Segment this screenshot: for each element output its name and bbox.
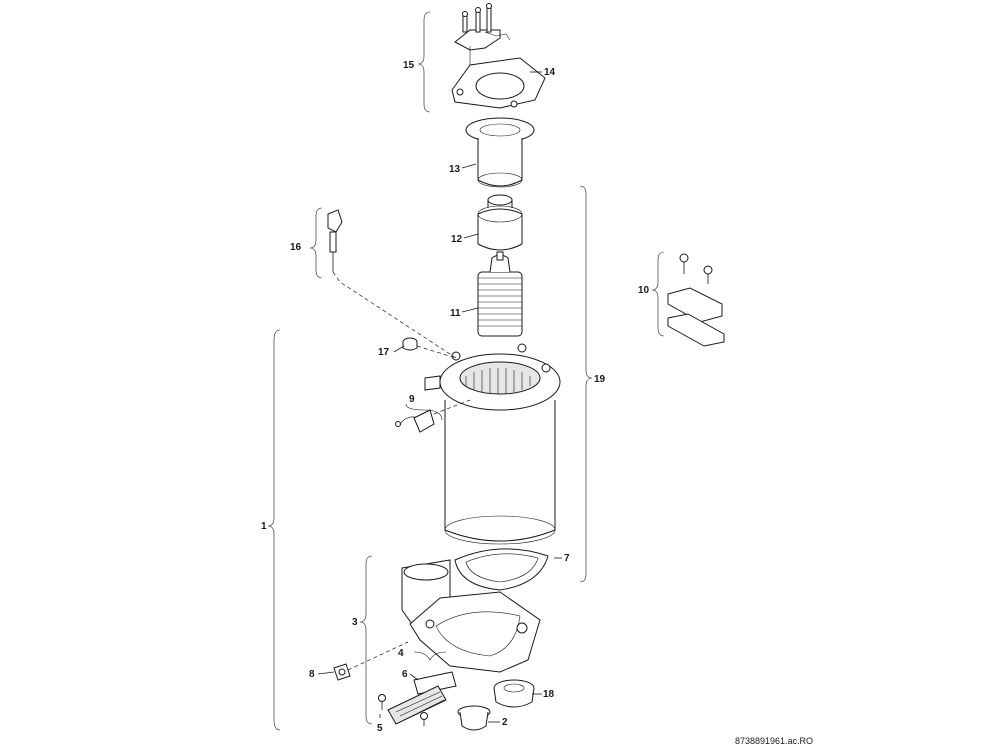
- callout-1: 1: [261, 521, 267, 532]
- callout-4: 4: [398, 648, 404, 659]
- cap-part: [457, 705, 491, 731]
- filter-part: [387, 671, 457, 725]
- drawing-reference: 8738891961.ac.RO: [735, 736, 813, 746]
- bracket-kit-part: [667, 253, 725, 347]
- callout-5: 5: [377, 723, 383, 734]
- burner-ring-part: [465, 117, 535, 188]
- callout-3: 3: [352, 617, 358, 628]
- callout-19: 19: [594, 374, 606, 385]
- screw-part: [378, 694, 428, 726]
- flange-gasket-part: [451, 57, 546, 109]
- braces: [267, 11, 665, 731]
- tank-vessel-part: [424, 343, 561, 545]
- nut-part: [402, 337, 457, 359]
- callout-11: 11: [450, 308, 461, 319]
- callout-18: 18: [543, 689, 555, 700]
- drain-clip-part: [333, 663, 351, 681]
- callout-6: 6: [402, 669, 408, 680]
- callout-15: 15: [403, 60, 415, 71]
- flame-tube-part: [477, 251, 523, 337]
- callout-10: 10: [638, 285, 650, 296]
- seal-ring-part: [454, 548, 549, 591]
- callout-7: 7: [564, 553, 570, 564]
- callout-2: 2: [502, 717, 508, 728]
- callout-12: 12: [451, 234, 463, 245]
- burner-cap-part: [477, 194, 523, 251]
- leader-lines: [317, 71, 562, 723]
- callout-9: 9: [409, 394, 415, 405]
- callout-8: 8: [309, 669, 315, 680]
- bushing-part: [493, 679, 535, 708]
- sensor-part: [327, 209, 457, 359]
- callout-16: 16: [290, 242, 302, 253]
- callout-14: 14: [544, 67, 556, 78]
- callout-17: 17: [378, 347, 390, 358]
- callout-labels: 15 14 13 12 11 16 17 9 10 19 7 1 3 4 8 6…: [261, 60, 813, 746]
- callout-13: 13: [449, 164, 461, 175]
- ignition-cable-part: [395, 399, 471, 433]
- electrode-assembly-part: [454, 3, 511, 66]
